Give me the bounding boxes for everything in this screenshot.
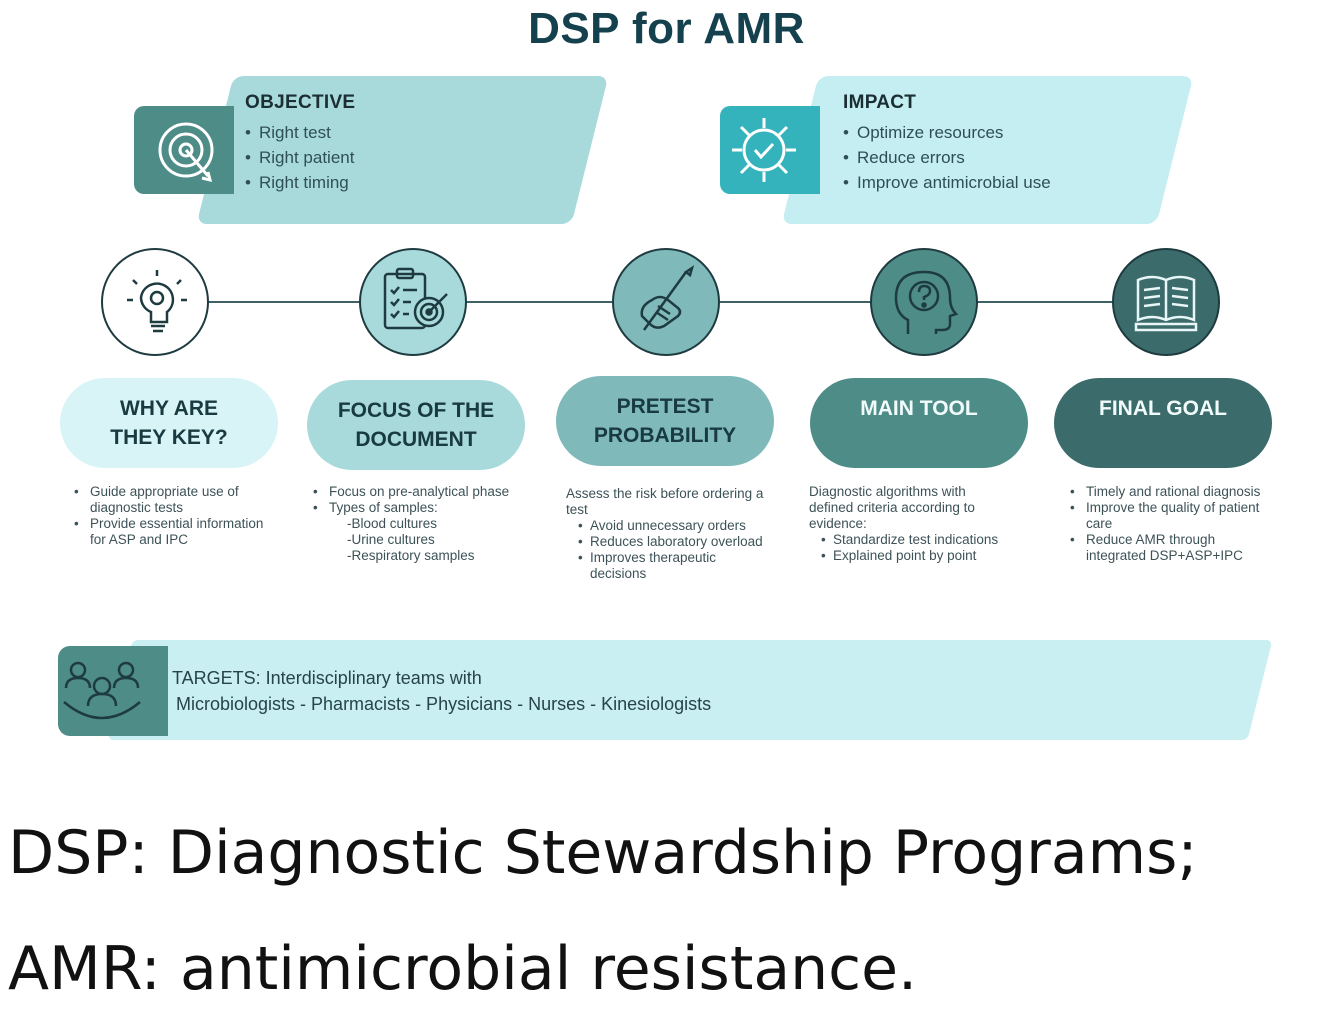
list-item: Improves therapeutic decisions bbox=[566, 550, 771, 582]
footnote-line-1: DSP: Diagnostic Stewardship Programs; bbox=[8, 818, 1198, 888]
list-item: Right test bbox=[245, 120, 355, 145]
targets-icon-box bbox=[58, 646, 168, 736]
step-1-label: WHY ARE THEY KEY? bbox=[60, 378, 278, 468]
objective-heading: OBJECTIVE bbox=[245, 92, 356, 113]
team-icon bbox=[63, 661, 141, 720]
step-1-description: Guide appropriate use of diagnostic test… bbox=[68, 484, 278, 548]
footnote-line-2: AMR: antimicrobial resistance. bbox=[8, 934, 918, 1004]
step-1-label-text: WHY ARE THEY KEY? bbox=[110, 397, 228, 449]
impact-list: Optimize resources Reduce errors Improve… bbox=[843, 120, 1051, 195]
step-3-description: Assess the risk before ordering a test A… bbox=[566, 486, 771, 582]
list-item: Standardize test indications bbox=[809, 532, 1009, 548]
step-1-circle bbox=[101, 248, 209, 356]
target-icon bbox=[158, 122, 214, 183]
step-3-label: PRETEST PROBABILITY bbox=[556, 376, 774, 466]
targets-line-1: TARGETS: Interdisciplinary teams with bbox=[172, 668, 482, 688]
list-item: Reduces laboratory overload bbox=[566, 534, 771, 550]
step-5-label-text: FINAL GOAL bbox=[1099, 397, 1227, 420]
list-item: Right patient bbox=[245, 145, 355, 170]
open-book-icon bbox=[1134, 275, 1198, 332]
targets-line-2: Microbiologists - Pharmacists - Physicia… bbox=[176, 694, 712, 714]
list-item: Improve antimicrobial use bbox=[843, 170, 1051, 195]
list-item: Reduce errors bbox=[843, 145, 1051, 170]
gear-check-icon bbox=[732, 118, 796, 182]
list-item: -Respiratory samples bbox=[347, 548, 475, 563]
step-5-label: FINAL GOAL bbox=[1054, 378, 1272, 468]
objective-icon-box bbox=[134, 106, 234, 194]
step-5-description: Timely and rational diagnosis Improve th… bbox=[1064, 484, 1264, 564]
hand-pencil-icon bbox=[640, 265, 695, 331]
lightbulb-gear-icon bbox=[127, 270, 187, 333]
list-item: Explained point by point bbox=[809, 548, 1009, 564]
targets-banner bbox=[107, 640, 1273, 740]
step-2-description: Focus on pre-analytical phase Types of s… bbox=[307, 484, 522, 564]
step-3-circle bbox=[612, 248, 720, 356]
clipboard-target-icon bbox=[383, 267, 448, 330]
step-5-circle bbox=[1112, 248, 1220, 356]
step-3-label-text: PRETEST PROBABILITY bbox=[593, 395, 737, 447]
list-item: Provide essential information for ASP an… bbox=[68, 516, 278, 548]
step-4-description: Diagnostic algorithms with defined crite… bbox=[809, 484, 1009, 564]
diagram-title: DSP for AMR bbox=[528, 4, 805, 53]
step-4-circle bbox=[870, 248, 978, 356]
objective-list: Right test Right patient Right timing bbox=[245, 120, 355, 195]
step-4-label-text: MAIN TOOL bbox=[860, 397, 978, 420]
list-item: Avoid unnecessary orders bbox=[566, 518, 771, 534]
step-2-circle bbox=[359, 248, 467, 356]
list-item: -Urine cultures bbox=[347, 532, 435, 547]
step-4-label: MAIN TOOL bbox=[810, 378, 1028, 468]
impact-heading: IMPACT bbox=[843, 92, 917, 113]
list-item: Improve the quality of patient care bbox=[1064, 500, 1264, 532]
step-4-intro: Diagnostic algorithms with defined crite… bbox=[809, 484, 975, 531]
head-question-icon bbox=[894, 270, 959, 334]
list-item: Optimize resources bbox=[843, 120, 1051, 145]
step-3-intro: Assess the risk before ordering a test bbox=[566, 486, 764, 517]
step-2-label-text: FOCUS OF THE DOCUMENT bbox=[337, 399, 495, 451]
list-item: Right timing bbox=[245, 170, 355, 195]
list-item: Reduce AMR through integrated DSP+ASP+IP… bbox=[1064, 532, 1264, 564]
list-item: Focus on pre-analytical phase bbox=[307, 484, 522, 500]
impact-icon-box bbox=[720, 106, 820, 194]
list-item: Guide appropriate use of diagnostic test… bbox=[68, 484, 278, 516]
list-item: Types of samples: bbox=[307, 500, 522, 516]
step-2-label: FOCUS OF THE DOCUMENT bbox=[307, 380, 525, 470]
objective-content: OBJECTIVE Right test Right patient Right… bbox=[245, 92, 355, 195]
list-item: -Blood cultures bbox=[347, 516, 438, 531]
list-item: Timely and rational diagnosis bbox=[1064, 484, 1264, 500]
impact-content: IMPACT Optimize resources Reduce errors … bbox=[843, 92, 1051, 195]
